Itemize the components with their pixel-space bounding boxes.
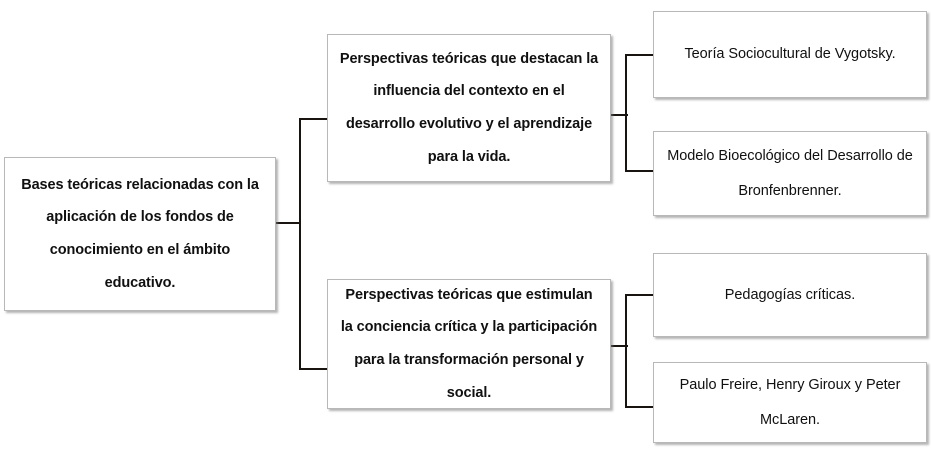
node-leaf-vygotsky-label: Teoría Sociocultural de Vygotsky.	[684, 46, 896, 63]
node-root-label: Bases teóricas relacionadas con la aplic…	[21, 176, 259, 291]
connector-branch-2-trunk	[625, 294, 627, 408]
node-leaf-bronfenbrenner-label: Modelo Bioecológico del Desarrollo de Br…	[667, 147, 913, 199]
node-root: Bases teóricas relacionadas con la aplic…	[4, 157, 276, 311]
node-leaf-vygotsky: Teoría Sociocultural de Vygotsky.	[653, 11, 927, 98]
node-branch-1-label: Perspectivas teóricas que destacan la in…	[339, 50, 599, 165]
connector-branch-2-to-leaf-3	[625, 294, 654, 296]
connector-branch-1-to-leaf-1	[625, 54, 654, 56]
connector-root-to-branch-1	[299, 118, 328, 120]
connector-branch-1-to-leaf-2	[625, 170, 654, 172]
connector-root-to-branch-2	[299, 368, 328, 370]
node-leaf-freire-giroux-mclaren: Paulo Freire, Henry Giroux y Peter McLar…	[653, 362, 927, 443]
node-leaf-bronfenbrenner: Modelo Bioecológico del Desarrollo de Br…	[653, 131, 927, 216]
node-branch-1: Perspectivas teóricas que destacan la in…	[327, 34, 611, 182]
node-leaf-freire-giroux-mclaren-label: Paulo Freire, Henry Giroux y Peter McLar…	[679, 376, 901, 428]
node-leaf-pedagogias-criticas-label: Pedagogías críticas.	[724, 286, 856, 303]
connector-branch-1-trunk	[625, 54, 627, 172]
connector-branch-1-stub	[610, 114, 628, 116]
connector-branch-2-to-leaf-4	[625, 406, 654, 408]
node-leaf-pedagogias-criticas: Pedagogías críticas.	[653, 253, 927, 337]
node-branch-2-label: Perspectivas teóricas que estimulan la c…	[340, 286, 598, 401]
connector-root-trunk	[299, 118, 301, 370]
connector-root-stub	[276, 222, 301, 224]
node-branch-2: Perspectivas teóricas que estimulan la c…	[327, 279, 611, 409]
connector-branch-2-stub	[610, 345, 628, 347]
